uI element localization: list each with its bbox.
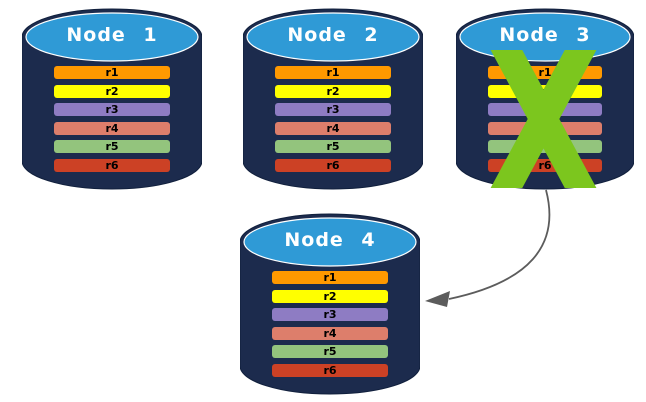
failover-arrow [425,189,551,307]
replica-bar-r6: r6 [54,158,170,172]
replica-list: r1 r2 r3 r4 r5 r6 [54,66,170,177]
replica-list: r1 r2 r3 r4 r5 r6 [272,271,388,382]
replica-bar-r1: r1 [54,66,170,79]
node-1: Node 1 r1 r2 r3 r4 r5 r6 [22,8,202,190]
replica-bar-r3: r3 [272,308,388,321]
node-2-title: Node 2 [287,24,379,46]
replica-list: r1 r2 r3 r4 r5 r6 [275,66,391,177]
replica-bar-r4: r4 [272,326,388,340]
node-4-title: Node 4 [284,229,376,251]
node-4: Node 4 r1 r2 r3 r4 r5 r6 [240,213,420,395]
replica-bar-r3: r3 [54,103,170,116]
node-3: Node 3 r1 r2 r3 r4 r5 r6 [456,8,634,190]
node-3-title: Node 3 [499,24,591,46]
replica-bar-r2: r2 [272,289,388,303]
node-2: Node 2 r1 r2 r3 r4 r5 r6 [243,8,423,190]
replica-bar-r5: r5 [272,345,388,358]
replica-bar-r2: r2 [275,84,391,98]
replica-bar-r3: r3 [275,103,391,116]
replica-bar-r4: r4 [275,121,391,135]
replica-bar-r6: r6 [272,363,388,377]
replica-bar-r1: r1 [272,271,388,284]
replica-bar-r5: r5 [54,140,170,153]
replica-bar-r5: r5 [275,140,391,153]
replica-bar-r6: r6 [275,158,391,172]
failure-x-icon [490,50,597,188]
replica-bar-r2: r2 [54,84,170,98]
replica-bar-r4: r4 [54,121,170,135]
node-1-title: Node 1 [66,24,158,46]
replica-bar-r1: r1 [275,66,391,79]
